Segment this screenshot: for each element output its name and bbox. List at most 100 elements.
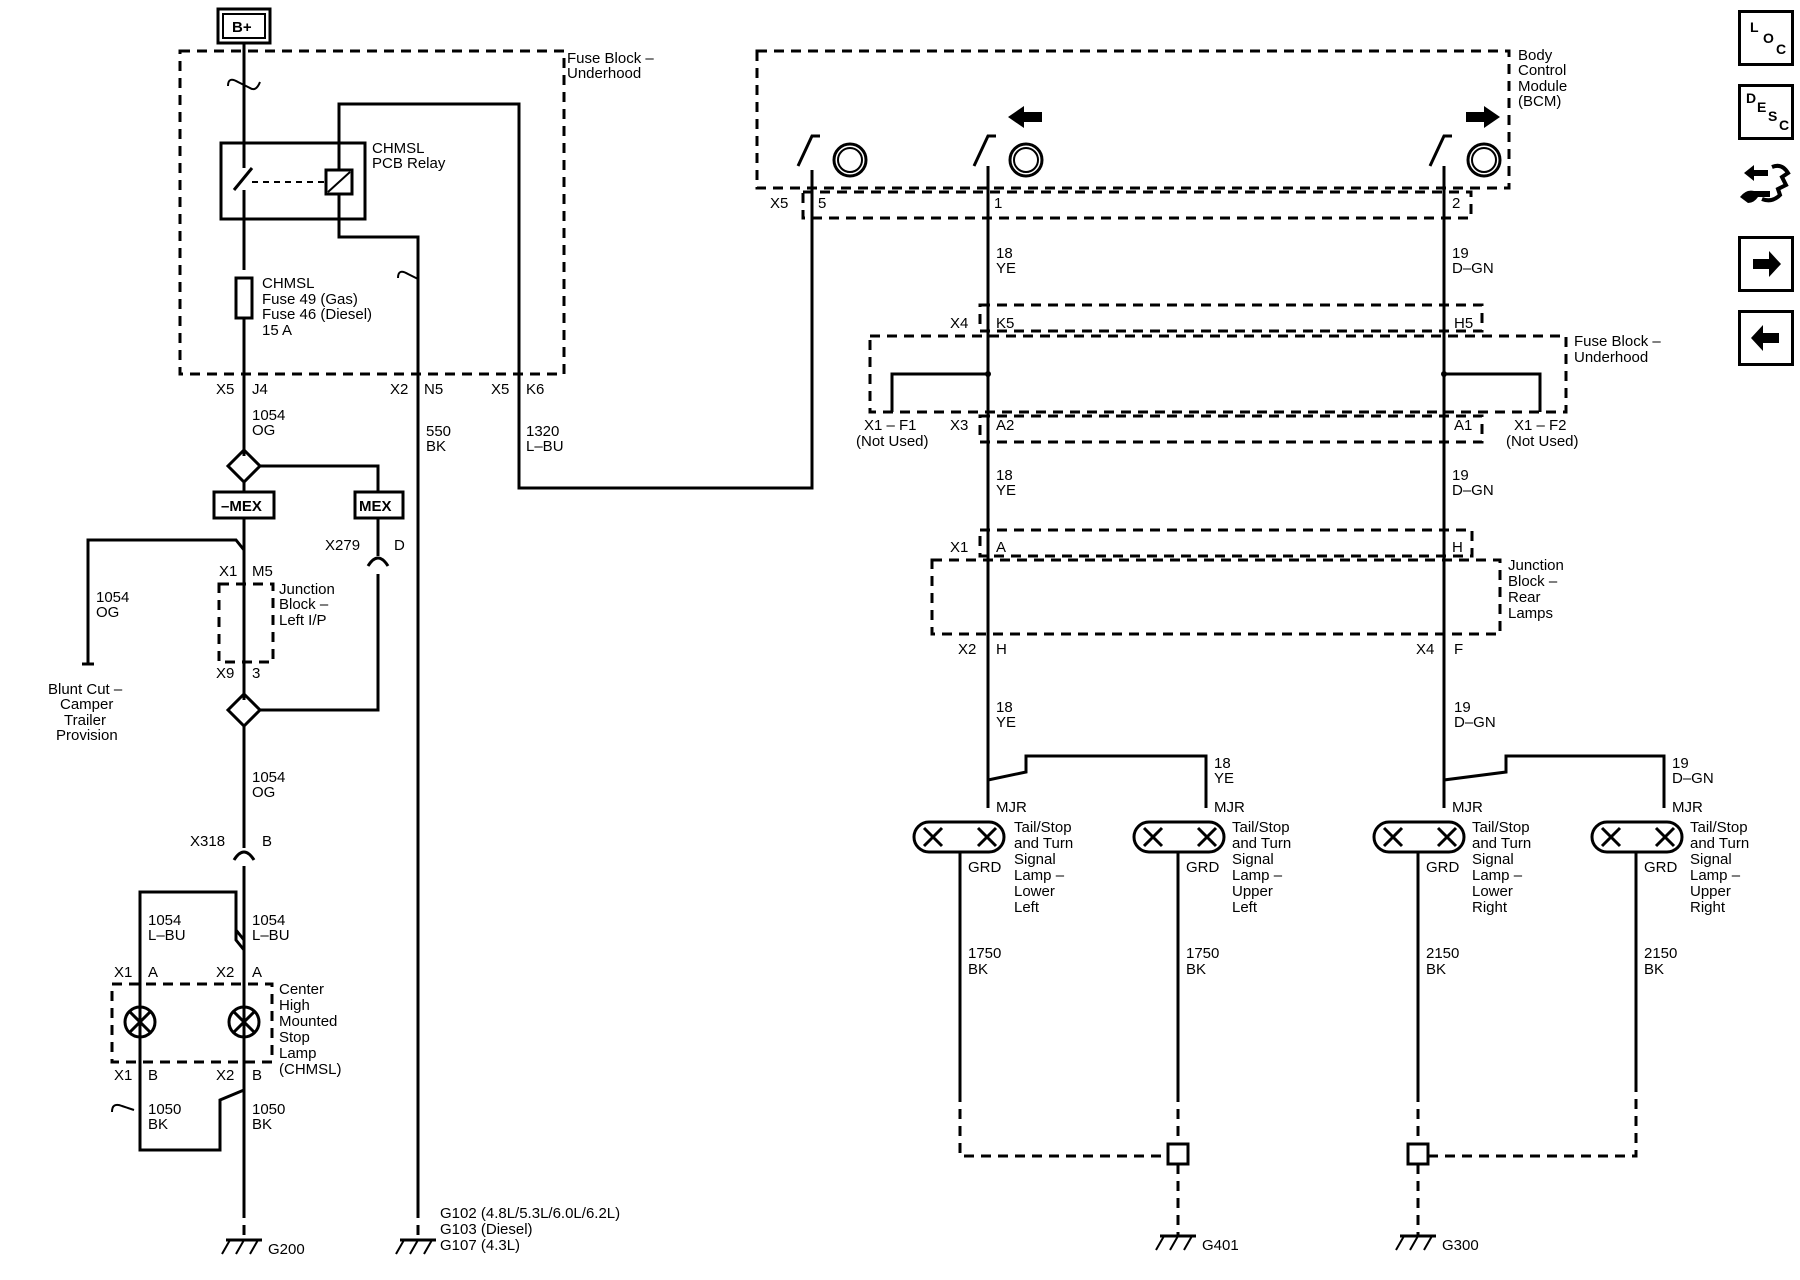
wire-1050a-num: 1050: [148, 1101, 181, 1118]
lamp3-l1: Tail/Stop: [1472, 819, 1530, 836]
bcm-switch-1: [972, 134, 996, 167]
ground-g200-label: G200: [268, 1241, 305, 1258]
jb-left-3: 3: [252, 665, 260, 682]
mex-neg-label: –MEX: [221, 498, 262, 515]
arrow-left-icon: [1751, 325, 1779, 351]
wire-1054lbu2-num: 1054: [252, 912, 285, 929]
pin-n5: N5: [424, 381, 443, 398]
jb-rear-label-2: Block –: [1508, 573, 1558, 590]
fb-x3: X3: [950, 417, 968, 434]
jb-left-m5: M5: [252, 563, 273, 580]
chmsl-label-3: Mounted: [279, 1013, 337, 1030]
bcm-hand-icon-5: [832, 142, 868, 178]
connector-x318: [232, 850, 256, 861]
connector-view-button[interactable]: [1736, 155, 1796, 215]
chmsl-label-4: Stop: [279, 1029, 310, 1046]
gn2-num: 19: [1452, 467, 1469, 484]
jb-rear-a: A: [996, 539, 1006, 556]
fuse-label-1: CHMSL: [262, 275, 315, 292]
bcm-label-2: Control: [1518, 62, 1566, 79]
jb-rear-label-3: Rear: [1508, 589, 1541, 606]
gn2-color: D–GN: [1452, 482, 1494, 499]
relay-label-1: CHMSL: [372, 140, 425, 157]
bcm-hand-icon-1-inner: [1013, 147, 1039, 173]
ground-g103-label: G103 (Diesel): [440, 1221, 533, 1238]
jb-rear-x2: X2: [958, 641, 976, 658]
jb-rear-pf: F: [1454, 641, 1463, 658]
fuse-block-left-label-1: Fuse Block –: [567, 50, 654, 67]
lamp-lower-right-x-icon: [1382, 826, 1458, 848]
lamp3-l5: Lower: [1472, 883, 1513, 900]
bcm-pin-5: 5: [818, 195, 826, 212]
lamp1-l1: Tail/Stop: [1014, 819, 1072, 836]
bcm-hand-icon-2: [1466, 142, 1502, 178]
lamp3-l3: Signal: [1472, 851, 1514, 868]
fb-splice-right: [1441, 371, 1447, 377]
wire-1050a: [138, 940, 245, 1152]
bcm-switch-5: [796, 134, 820, 167]
chmsl-a1: A: [148, 964, 158, 981]
chmsl-lamp-box: [110, 982, 274, 1064]
loc-o: O: [1763, 30, 1774, 46]
bcm-hand-icon-1: [1008, 142, 1044, 178]
ye4-num: 18: [1214, 755, 1231, 772]
ground-g107-label: G107 (4.3L): [440, 1237, 520, 1254]
chmsl-x2b: X2: [216, 1067, 234, 1084]
fb-bus-right: [1444, 372, 1542, 412]
pin-j4: J4: [252, 381, 268, 398]
lamp-lower-right: [1372, 820, 1466, 1092]
lamp-lower-left-body: [912, 820, 1006, 854]
left-arrow-icon: [1008, 106, 1042, 128]
fuse-label-2: Fuse 49 (Gas): [262, 291, 358, 308]
fb-nu1: (Not Used): [856, 433, 929, 450]
bk1-color: BK: [968, 961, 988, 978]
lamp2-grd: GRD: [1186, 859, 1220, 876]
ground-g102-label: G102 (4.8L/5.3L/6.0L/6.2L): [440, 1205, 620, 1222]
ground-g300-hatch: [1395, 1235, 1433, 1251]
jb-left-label-3: Left I/P: [279, 612, 327, 629]
chmsl-x1a: X1: [114, 964, 132, 981]
pin-x5b: X5: [491, 381, 509, 398]
lamp3-l4: Lamp –: [1472, 867, 1523, 884]
wire-1320-color: L–BU: [526, 438, 564, 455]
bk3-color: BK: [1426, 961, 1446, 978]
chmsl-bulb-left-x2: [127, 1009, 153, 1035]
chmsl-bulb-right: [227, 1005, 261, 1039]
ye1-num: 18: [996, 245, 1013, 262]
pin-x5a: X5: [216, 381, 234, 398]
bcm-label-4: (BCM): [1518, 93, 1561, 110]
bcm-hand-icon-2-inner: [1471, 147, 1497, 173]
desc-e: E: [1757, 99, 1767, 115]
gn1-num: 19: [1452, 245, 1469, 262]
lamp3-l2: and Turn: [1472, 835, 1531, 852]
ye2-num: 18: [996, 467, 1013, 484]
wire-1050b-num: 1050: [252, 1101, 285, 1118]
ye3-num: 18: [996, 699, 1013, 716]
fb-k5: K5: [996, 315, 1014, 332]
lamp2-l4: Lamp –: [1232, 867, 1283, 884]
x318-pin: B: [262, 833, 272, 850]
junction-block-rear: [930, 558, 1502, 636]
wire-1054b-num: 1054: [96, 589, 129, 606]
bk3-num: 2150: [1426, 945, 1459, 962]
lamp-lower-left: [912, 820, 1006, 1092]
wire-550-color: BK: [426, 438, 446, 455]
ground-g300-splice: [1406, 1142, 1430, 1166]
lamp-upper-left-x-icon: [1142, 826, 1218, 848]
lamp1-grd: GRD: [968, 859, 1002, 876]
next-page-button[interactable]: [1738, 236, 1794, 292]
ye3-color: YE: [996, 714, 1016, 731]
prev-page-button[interactable]: [1738, 310, 1794, 366]
lamp4-l5: Upper: [1690, 883, 1731, 900]
lamp2-l3: Signal: [1232, 851, 1274, 868]
ye2-color: YE: [996, 482, 1016, 499]
wire-1320-num: 1320: [526, 423, 559, 440]
jb-left-x1: X1: [219, 563, 237, 580]
fuse-block-right: [868, 334, 1568, 414]
lamp1-l2: and Turn: [1014, 835, 1073, 852]
jb-rear-h: H: [1452, 539, 1463, 556]
fb-right-x4: [978, 303, 1484, 333]
wire-1054-num: 1054: [252, 407, 285, 424]
loc-button[interactable]: L O C: [1738, 10, 1794, 66]
desc-button[interactable]: D E S C: [1738, 84, 1794, 140]
